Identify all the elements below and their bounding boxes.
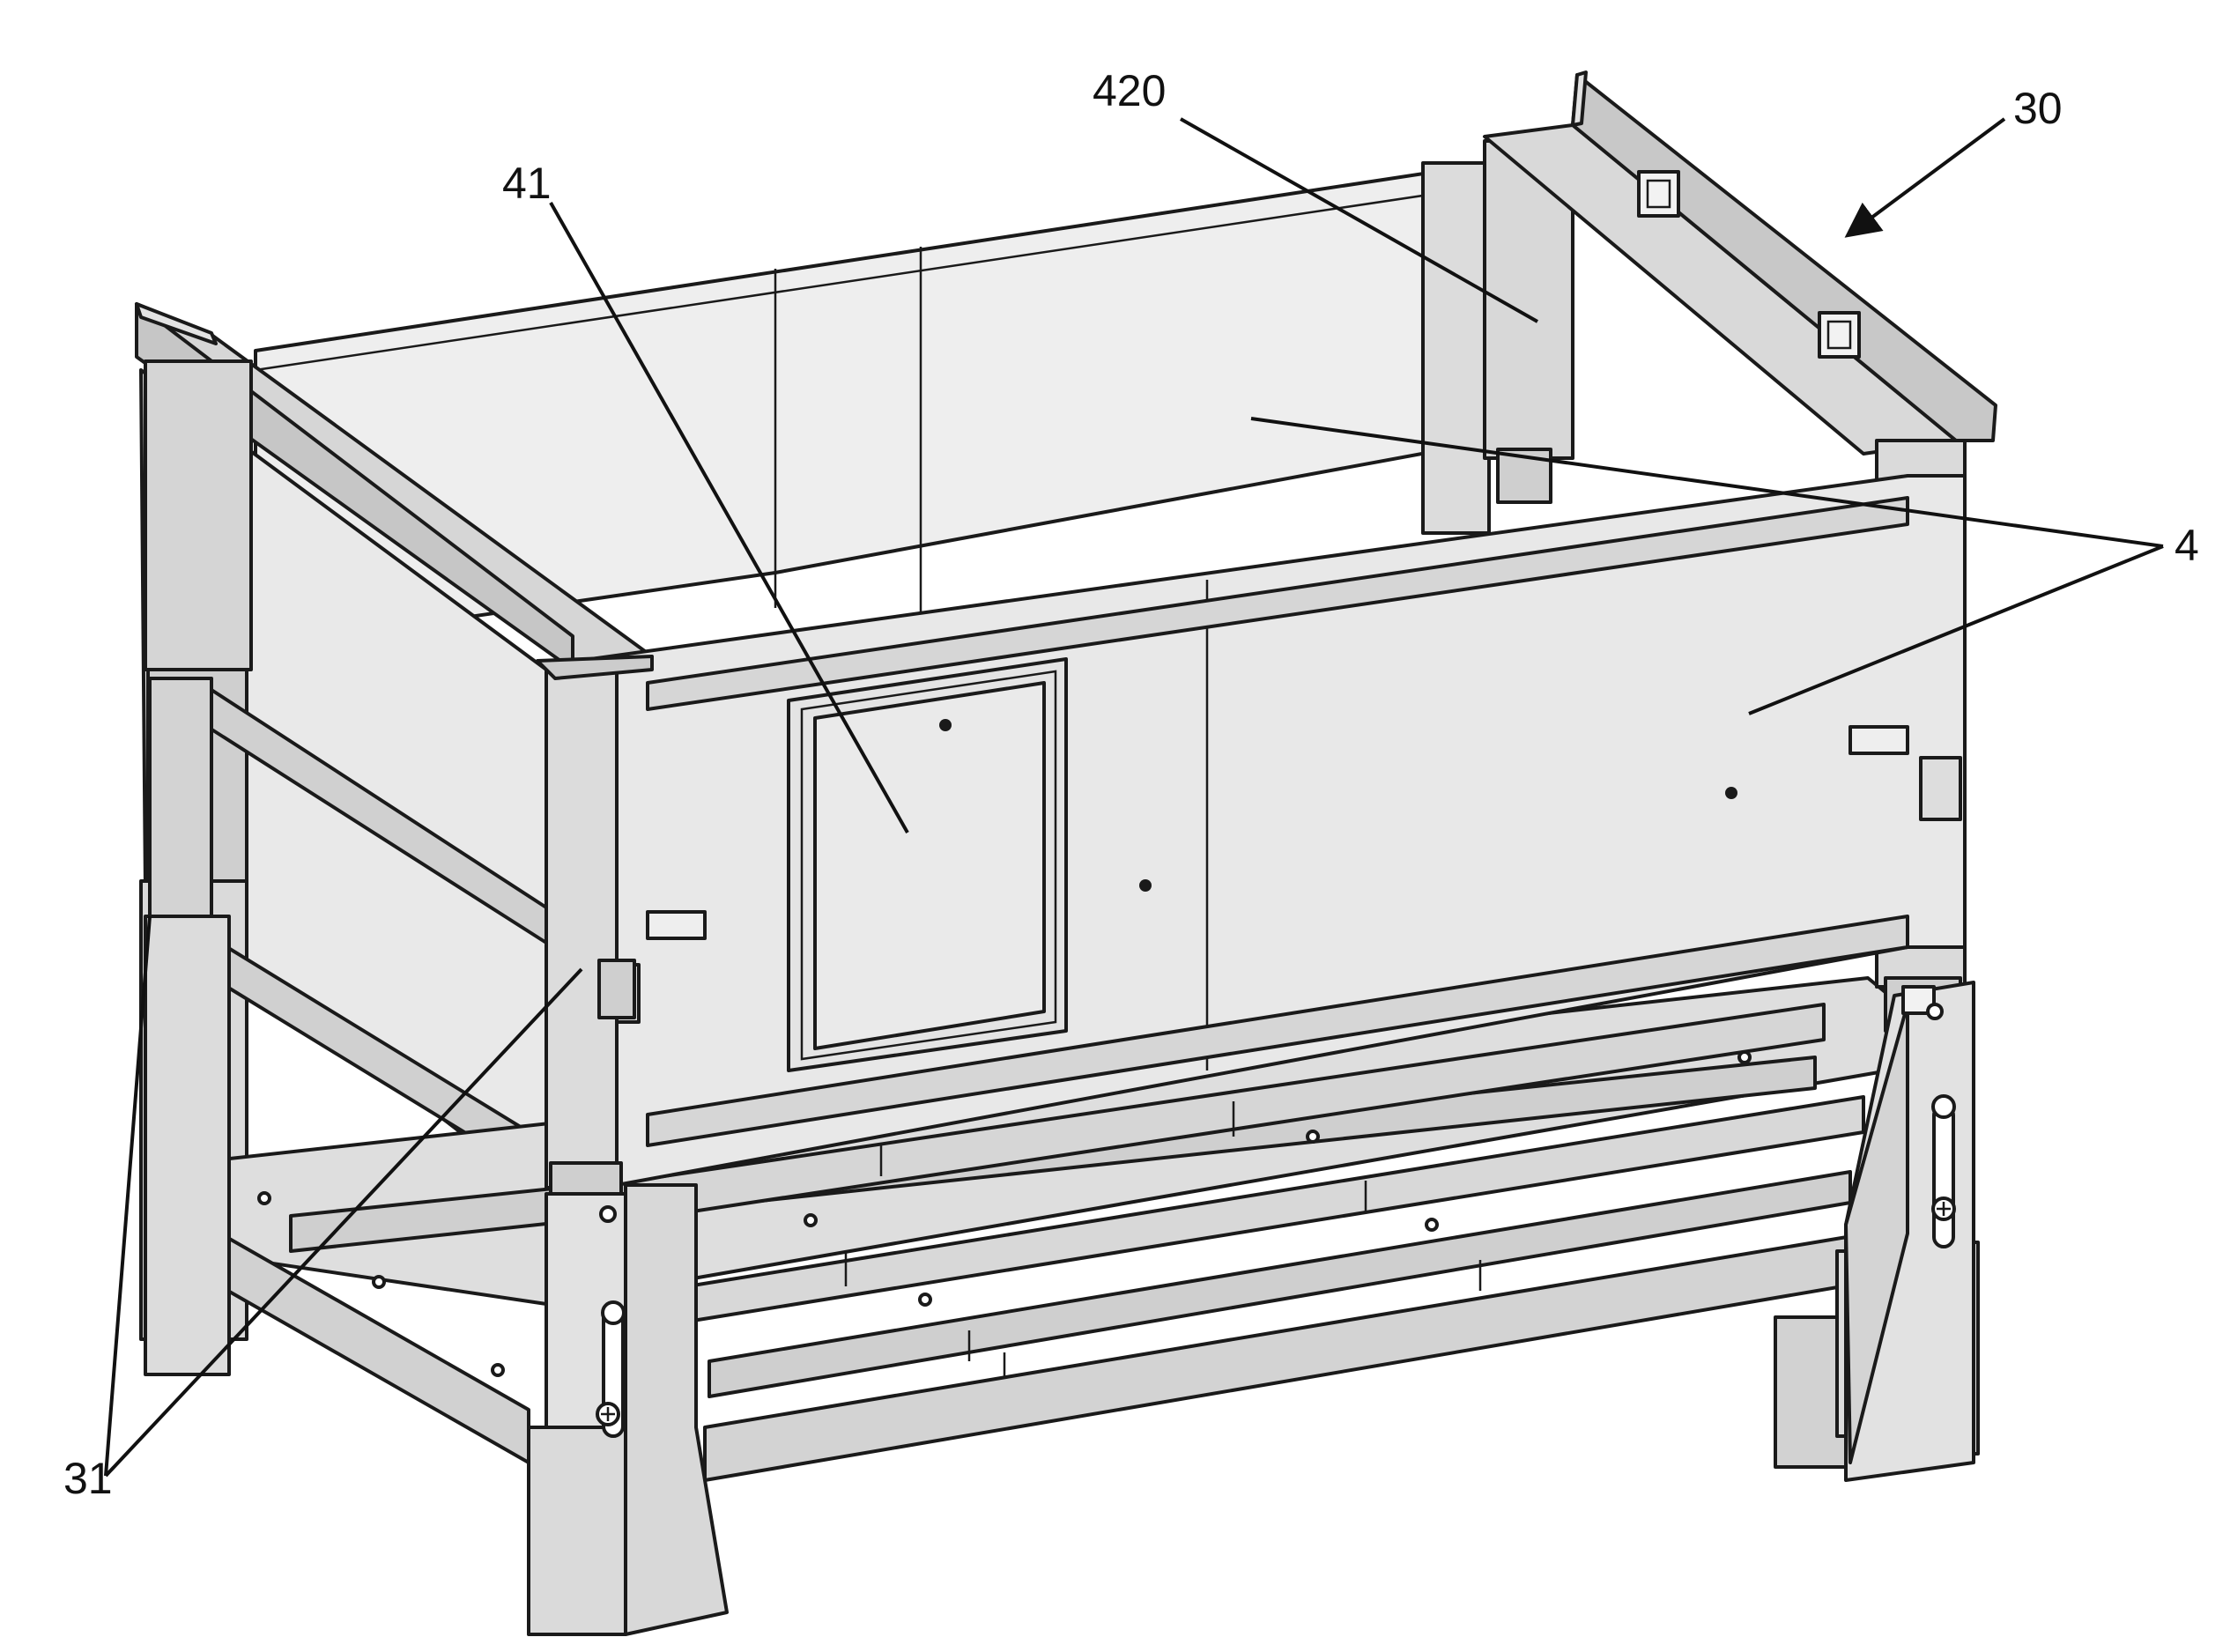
- back-right-post: [1423, 141, 1573, 533]
- label-31: 31: [63, 1454, 113, 1503]
- label-41: 41: [502, 159, 552, 208]
- door-panel: [789, 659, 1066, 1070]
- label-30: 30: [2013, 84, 2063, 133]
- label-420: 420: [1093, 66, 1166, 115]
- callout-30: 30: [1850, 84, 2063, 233]
- label-4: 4: [2174, 521, 2199, 570]
